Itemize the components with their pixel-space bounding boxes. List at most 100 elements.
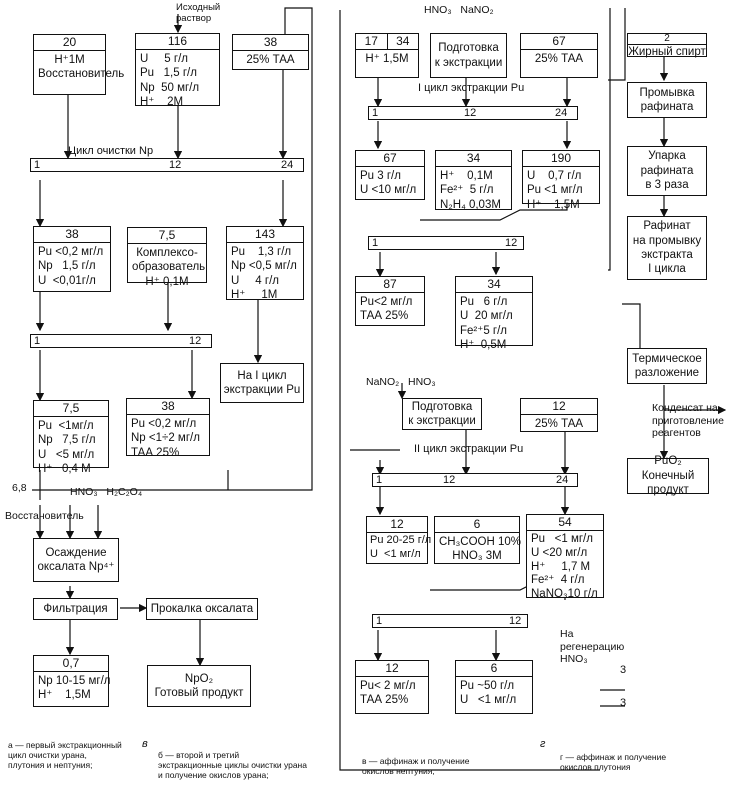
stream-composition: Pu<2 мг/л ТАА 25% xyxy=(360,296,413,323)
pu-column-2: 1 12 xyxy=(368,236,524,250)
stream-composition: Pu <1 мг/л U <20 мг/л H⁺ 1,7 М Fe²⁺ 4 г/… xyxy=(531,533,598,601)
stream-190-box: 190 U 0,7 г/л Pu <1 мг/л H⁺ 1,5М xyxy=(522,150,600,211)
regeneration-label: На регенерацию HNO₃ xyxy=(560,628,625,666)
column-stage-12: 12 xyxy=(189,335,202,347)
stream-composition: Pu <1мг/л Np 7,5 г/л U <5 мг/л H⁺ 0,4 М xyxy=(38,420,96,476)
loop-38-top xyxy=(32,7,313,491)
caption-letter-v: в xyxy=(142,738,148,750)
pu-column-1: 1 12 24 xyxy=(368,106,578,120)
hno3-nano2-label: HNO₃ NaNO₂ xyxy=(424,4,494,16)
stream-number: 2 xyxy=(628,34,706,45)
npo2-product-box: NpO₂ Готовый продукт xyxy=(147,665,251,707)
column-stage-24: 24 xyxy=(555,107,568,119)
stream-116-box: 116 U 5 г/л Pu 1,5 г/л Np 50 мг/л H⁺ 2М xyxy=(135,33,220,108)
stream-12-taa-box: 12 25% ТАА xyxy=(520,398,598,432)
stream-07-box: 0,7 Np 10-15 мг/л H⁺ 1,5М xyxy=(33,655,111,707)
np-cycle-label: Цикл очистки Np xyxy=(68,145,154,157)
column-stage-1: 1 xyxy=(34,335,41,347)
stream-composition: H⁺ 1,5М xyxy=(365,53,409,65)
pu-column-3: 1 12 24 xyxy=(372,473,578,487)
thermal-decomposition-box: Термическое разложение xyxy=(627,348,707,384)
stream-composition: Pu< 2 мг/л ТАА 25% xyxy=(360,680,416,707)
stream-17-34-box: 17 34 H⁺ 1,5М xyxy=(355,33,419,78)
stream-number: 143 xyxy=(227,227,303,243)
stream-67-taa-box: 67 25% ТАА xyxy=(520,33,598,78)
column-stage-12: 12 xyxy=(464,107,477,119)
caption-b: б — второй и третий экстракционные циклы… xyxy=(158,750,307,781)
nano2-hno3-label: NaNO₂ HNO₃ xyxy=(366,376,436,388)
column-stage-1: 1 xyxy=(372,107,379,119)
stream-number: 17 xyxy=(356,34,388,49)
stream-composition: Pu ~50 г/л U <1 мг/л xyxy=(460,680,517,707)
stream-6-product-box: 6 Pu ~50 г/л U <1 мг/л xyxy=(455,660,533,714)
stream-composition: 25% ТАА xyxy=(534,53,584,65)
stream-number: 67 xyxy=(356,151,424,167)
column-stage-1: 1 xyxy=(372,237,379,249)
stream-38-taa-box: 38 25% ТАА xyxy=(232,34,309,70)
stream-68-label: 6,8 xyxy=(12,482,27,494)
stream-composition: Pu 20-25 г/л U <1 мг/л xyxy=(370,534,432,560)
stream-75-complex-box: 7,5 Комплексо- образователь H⁺ 0,1М xyxy=(127,227,207,288)
stream-number: 6 xyxy=(435,517,519,533)
stream-number: 12 xyxy=(367,517,427,533)
stream-number: 34 xyxy=(436,151,511,167)
stream-12-raffinate-box: 12 Pu< 2 мг/л ТАА 25% xyxy=(355,660,429,714)
stream-3-label-a: 3 xyxy=(620,664,627,676)
stream-number: 38 xyxy=(127,399,209,415)
stream-number: 38 xyxy=(233,35,308,51)
column-stage-1: 1 xyxy=(376,474,383,486)
source-solution-label: Исходный раствор xyxy=(176,2,221,25)
puo2-product-box: PuO₂ Конечный продукт xyxy=(627,455,709,496)
to-pu-cycle-box: На I цикл экстракции Pu xyxy=(220,363,304,403)
stream-composition: CH₃COOH 10% HNO₃ 3М xyxy=(439,536,522,563)
reductant-label: Восстановитель xyxy=(5,510,84,522)
stream-34-reductant-box: 34 H⁺ 0,1М Fe²⁺ 5 г/л N₂H₄ 0,03М xyxy=(435,150,512,211)
stream-composition: Pu <0,2 мг/л Np <1÷2 мг/л ТАА 25% xyxy=(131,418,200,459)
caption-v: в — аффинаж и получение окислов нептуния… xyxy=(362,756,470,777)
prep-extraction-box-1: Подготовка к экстракции xyxy=(430,33,507,78)
stream-number: 87 xyxy=(356,277,424,293)
stream-2-box: 2 Жирный спирт xyxy=(627,33,707,58)
stream-number: 0,7 xyxy=(34,656,108,672)
column-stage-1: 1 xyxy=(376,615,383,627)
stream-composition: Pu 6 г/л U 20 мг/л Fe²⁺5 г/л H⁺ 0,5М xyxy=(460,296,513,352)
stream-87-box: 87 Pu<2 мг/л ТАА 25% xyxy=(355,276,425,326)
np-cleanup-column: 1 12 24 xyxy=(30,158,304,172)
caption-letter-g: г xyxy=(540,738,546,750)
column-stage-12: 12 xyxy=(505,237,518,249)
stream-6-wash-box: 6 CH₃COOH 10% HNO₃ 3М xyxy=(434,516,522,564)
stream-number: 38 xyxy=(34,227,110,243)
prep-extraction-box-2: Подготовка к экстракции xyxy=(402,398,482,430)
stream-143-box: 143 Pu 1,3 г/л Np <0,5 мг/л U 4 г/л H⁺ 1… xyxy=(226,226,304,301)
stream-number: 6 xyxy=(456,661,532,677)
stream-composition: 25% ТАА xyxy=(246,54,295,66)
stream-75-np-box: 7,5 Pu <1мг/л Np 7,5 г/л U <5 мг/л H⁺ 0,… xyxy=(33,400,109,475)
caption-g: г — аффинаж и получение окислов плутония xyxy=(560,752,667,773)
stream-composition: Комплексо- образователь H⁺ 0,1М xyxy=(132,247,206,288)
raffinate-wash-box: Промывка рафината xyxy=(627,82,707,118)
stream-composition: Pu <0,2 мг/л Np 1,5 г/л U <0,01г/л xyxy=(38,246,104,287)
stream-number: 7,5 xyxy=(128,228,206,244)
stream-12-pu-box: 12 Pu 20-25 г/л U <1 мг/л xyxy=(366,516,432,564)
column-stage-12: 12 xyxy=(443,474,456,486)
stream-number: 12 xyxy=(521,399,597,415)
np-column-2: 1 12 xyxy=(30,334,212,348)
raffinate-evap-box: Упарка рафината в 3 раза xyxy=(627,146,707,196)
stream-number: 20 xyxy=(34,35,105,51)
stream-composition: U 5 г/л Pu 1,5 г/л Np 50 мг/л H⁺ 2М xyxy=(140,53,200,109)
column-stage-24: 24 xyxy=(556,474,569,486)
raffinate-to-wash-box: Рафинат на промывку экстракта I цикла xyxy=(627,216,707,280)
pu-column-4: 1 12 xyxy=(372,614,528,628)
column-stage-12: 12 xyxy=(169,159,182,171)
stream-composition: U 0,7 г/л Pu <1 мг/л H⁺ 1,5М xyxy=(527,170,583,211)
column-stage-1: 1 xyxy=(34,159,41,171)
stream-67-pu-box: 67 Pu 3 г/л U <10 мг/л xyxy=(355,150,425,200)
stream-numbers: 17 34 xyxy=(356,34,418,50)
stream-number: 34 xyxy=(456,277,532,293)
stream-composition: H⁺ 0,1М Fe²⁺ 5 г/л N₂H₄ 0,03М xyxy=(440,170,501,211)
stream-composition: Np 10-15 мг/л H⁺ 1,5М xyxy=(38,675,111,702)
oxalate-precipitation-box: Осаждение оксалата Np⁴⁺ xyxy=(33,538,119,582)
stream-number: 67 xyxy=(521,34,597,50)
column-stage-24: 24 xyxy=(281,159,294,171)
